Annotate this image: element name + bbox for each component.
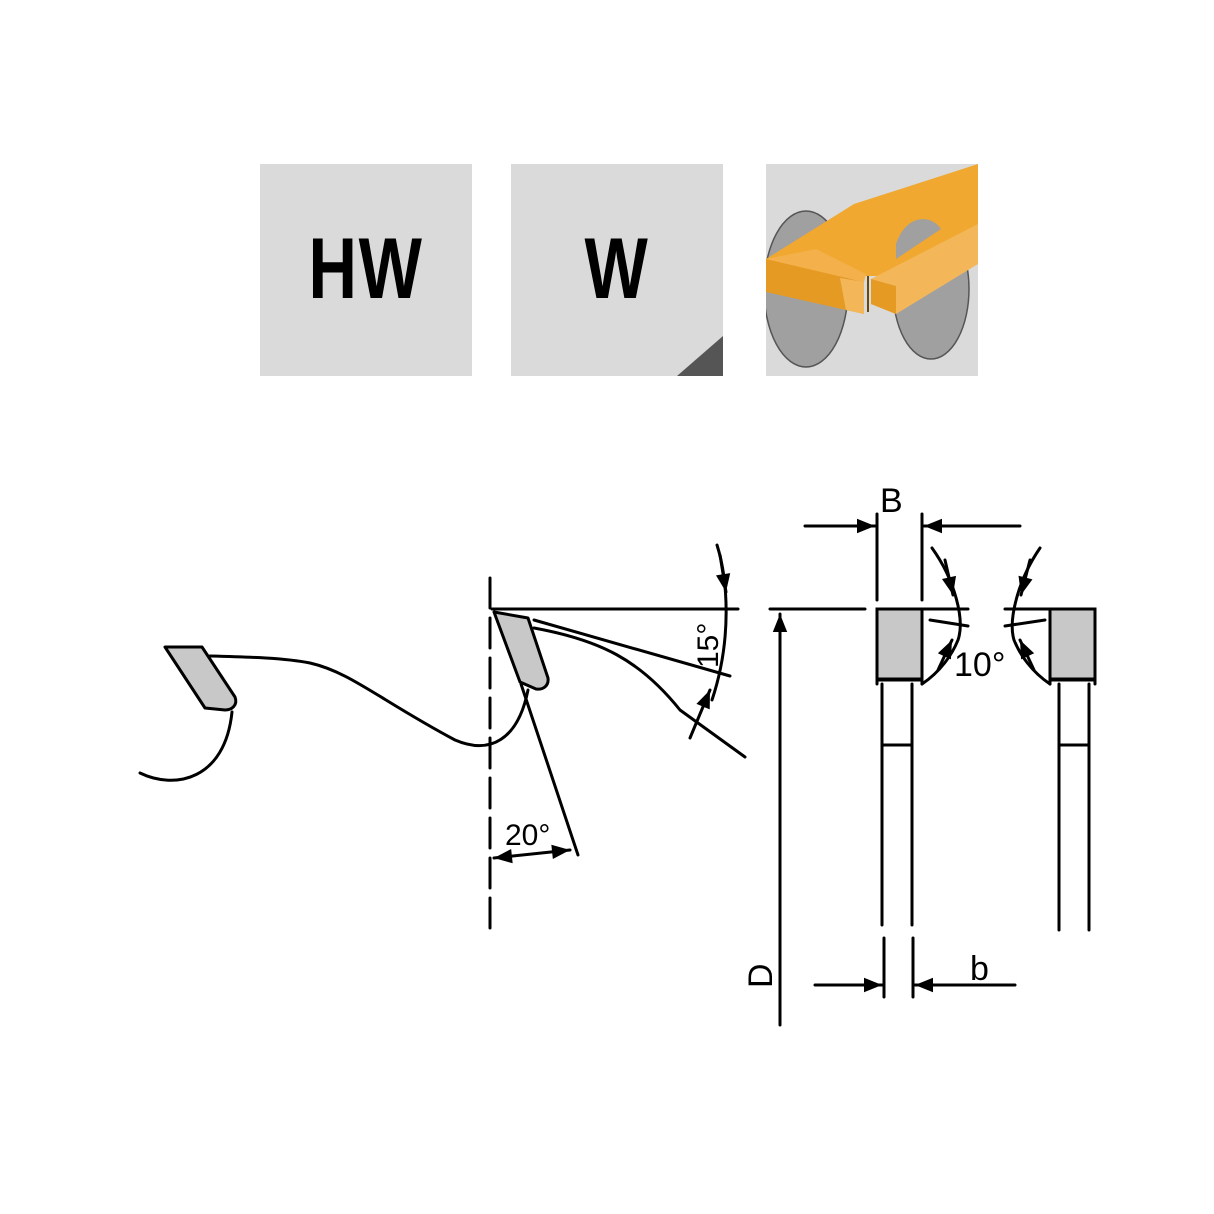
bevel-angle-label: 10° [954,646,1005,684]
body-b-label: b [970,950,989,988]
rake-angle-label: 15° [692,623,725,668]
clearance-angle-label: 20° [505,819,550,852]
wood-material-tile: W [511,164,723,376]
carbide-tip-right [492,610,550,691]
corner-triangle-icon [677,336,723,376]
hw-material-tile: HW [260,164,472,376]
cutting-application-tile [766,164,978,376]
hw-label: HW [308,221,424,317]
w-label: W [584,221,650,317]
carbide-tip-left [163,645,238,712]
diameter-D-label: D [742,963,780,988]
saw-cut-icon [766,164,978,368]
gullet-left [138,710,234,782]
width-B-label: B [880,482,903,520]
